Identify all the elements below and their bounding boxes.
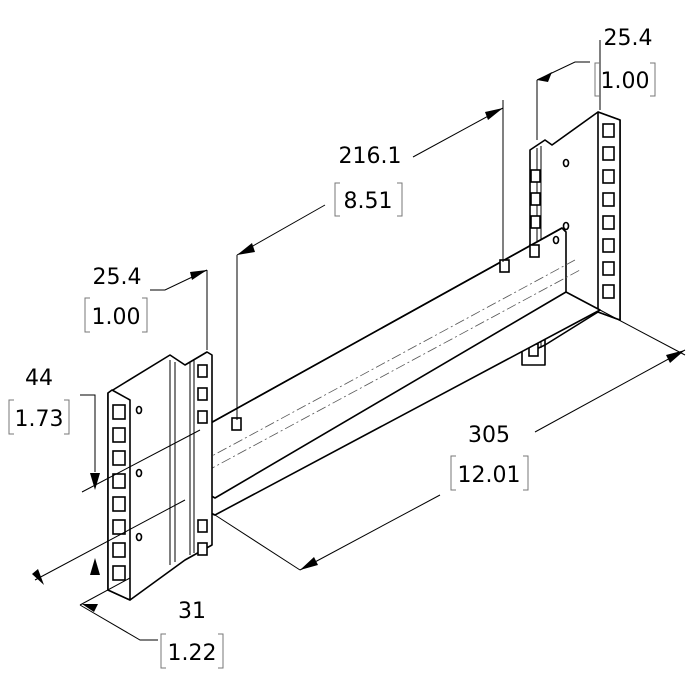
dimension-height: 44 1.73 bbox=[8, 366, 70, 435]
dim-inch: 1.00 bbox=[601, 69, 650, 94]
dim-inch: 1.22 bbox=[168, 641, 217, 666]
front-rail-holes bbox=[112, 364, 208, 581]
dimension-depth: 305 12.01 bbox=[450, 423, 529, 491]
dimension-front-rail-width: 25.4 1.00 bbox=[84, 265, 148, 333]
dimension-rear-rail-width: 25.4 1.00 bbox=[594, 26, 656, 97]
dim-mm: 25.4 bbox=[93, 265, 142, 290]
dim-mm: 44 bbox=[25, 366, 53, 391]
dimension-lines bbox=[32, 40, 686, 641]
dimension-rail-depth: 31 1.22 bbox=[160, 599, 224, 669]
dim-mm: 216.1 bbox=[339, 144, 402, 169]
front-rail bbox=[107, 351, 213, 601]
dim-inch: 1.00 bbox=[92, 305, 141, 330]
dim-mm: 25.4 bbox=[604, 26, 653, 51]
dim-mm: 31 bbox=[178, 599, 206, 624]
dim-mm: 305 bbox=[468, 423, 510, 448]
shelf bbox=[179, 227, 601, 516]
dim-inch: 12.01 bbox=[458, 463, 521, 488]
dimension-hole-spacing: 216.1 8.51 bbox=[334, 144, 403, 217]
rear-rail-holes bbox=[528, 123, 615, 357]
dim-inch: 1.73 bbox=[15, 407, 64, 432]
dim-inch: 8.51 bbox=[344, 189, 393, 214]
